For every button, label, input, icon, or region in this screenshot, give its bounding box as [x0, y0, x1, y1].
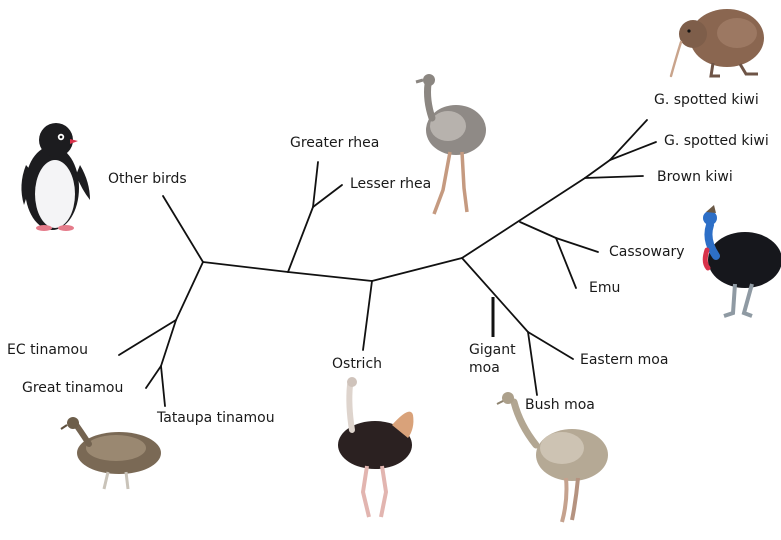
branch-emu [556, 238, 576, 288]
branch-casso-emu-stem [520, 222, 556, 238]
branch-backbone-1 [203, 262, 288, 272]
label-other-birds: Other birds [108, 171, 187, 187]
label-bush-moa: Bush moa [525, 397, 595, 413]
branch-backbone-3 [372, 258, 462, 281]
label-eastern-moa: Eastern moa [580, 352, 668, 368]
branch-bush-moa [528, 332, 537, 395]
branch-lesser-rhea [313, 185, 342, 207]
kiwi-icon [671, 9, 764, 76]
label-brown-kiwi: Brown kiwi [657, 169, 733, 185]
label-emu: Emu [589, 280, 620, 296]
branch-greater-rhea [313, 162, 318, 207]
branch-gs-kiwi-2 [610, 142, 656, 160]
branch-brown-kiwi [585, 176, 643, 178]
cassowary-icon [703, 205, 781, 316]
branch-gs-kiwi-1 [610, 120, 647, 160]
branch-great-tinamou [146, 366, 161, 388]
tree-branches [119, 120, 656, 406]
label-cassowary: Cassowary [609, 244, 685, 260]
label-greater-rhea: Greater rhea [290, 135, 379, 151]
branch-kiwi-stem [462, 178, 585, 258]
branch-cassowary [556, 238, 598, 252]
rhea-icon [416, 74, 486, 214]
label-lesser-rhea: Lesser rhea [350, 176, 431, 192]
branch-ec-tinamou [119, 320, 176, 355]
label-ostrich: Ostrich [332, 356, 382, 372]
label-gs-kiwi-1: G. spotted kiwi [654, 92, 759, 108]
branch-tinamou-stem [176, 262, 203, 320]
branch-eastern-moa [528, 332, 573, 359]
branch-rhea-stem [288, 207, 313, 272]
label-tataupa-tinamou: Tataupa tinamou [156, 410, 275, 426]
branch-other-birds [163, 196, 203, 262]
label-great-tinamou: Great tinamou [22, 380, 123, 396]
label-gigant-moa-1: Gigant [469, 342, 516, 358]
ostrich-icon [338, 377, 413, 517]
tinamou-icon [61, 417, 161, 489]
penguin-icon [21, 123, 90, 231]
branch-tataupa-tinamou [161, 366, 165, 406]
branch-ostrich [363, 281, 372, 350]
branch-moa-stem [462, 258, 528, 332]
label-gigant-moa-2: moa [469, 360, 500, 376]
label-ec-tinamou: EC tinamou [7, 342, 88, 358]
branch-gs-kiwi-stem [585, 160, 610, 178]
label-gs-kiwi-2: G. spotted kiwi [664, 133, 769, 149]
branch-backbone-2 [288, 272, 372, 281]
